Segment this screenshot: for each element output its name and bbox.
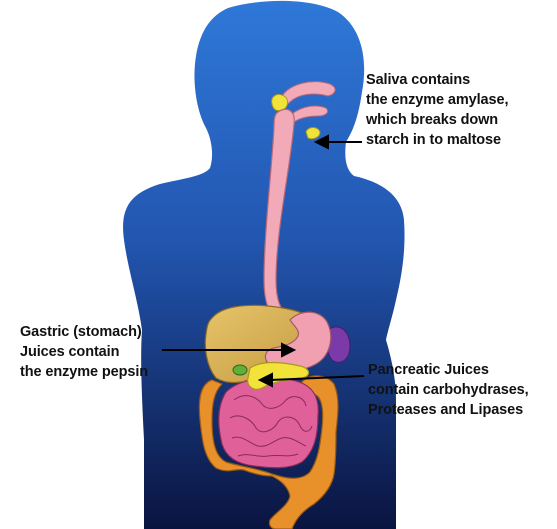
pancreatic-line-2: contain carbohydrases, xyxy=(368,380,529,400)
gastric-annotation: Gastric (stomach) Juices contain the enz… xyxy=(20,322,148,382)
saliva-line-1: Saliva contains xyxy=(366,70,508,90)
pancreatic-annotation: Pancreatic Juices contain carbohydrases,… xyxy=(368,360,529,420)
salivary-gland-upper xyxy=(272,94,288,110)
salivary-gland-lower xyxy=(306,128,320,139)
gallbladder xyxy=(233,365,247,375)
saliva-line-3: which breaks down xyxy=(366,110,508,130)
gastric-line-2: Juices contain xyxy=(20,342,148,362)
saliva-line-2: the enzyme amylase, xyxy=(366,90,508,110)
small-intestine xyxy=(219,378,319,468)
saliva-line-4: starch in to maltose xyxy=(366,130,508,150)
pancreatic-line-1: Pancreatic Juices xyxy=(368,360,529,380)
gastric-line-1: Gastric (stomach) xyxy=(20,322,148,342)
pancreatic-line-3: Proteases and Lipases xyxy=(368,400,529,420)
gastric-line-3: the enzyme pepsin xyxy=(20,362,148,382)
saliva-annotation: Saliva contains the enzyme amylase, whic… xyxy=(366,70,508,150)
